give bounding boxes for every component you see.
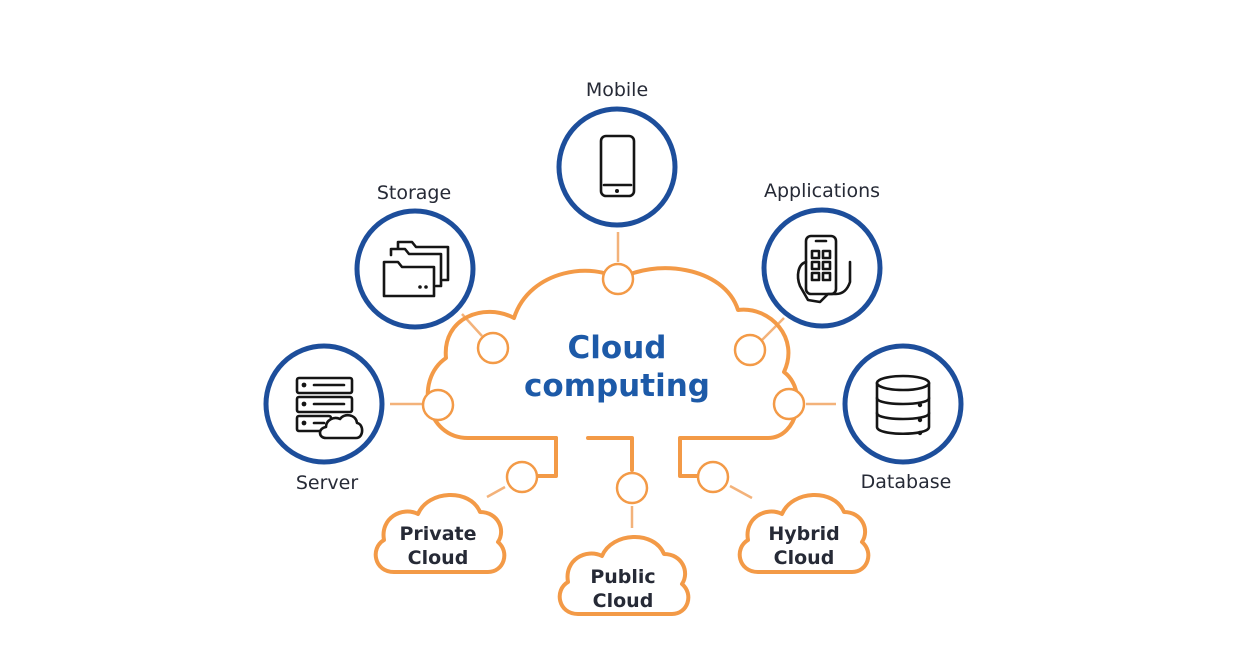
storage-ring xyxy=(354,208,476,330)
hybrid-cloud: Hybrid Cloud xyxy=(737,493,871,574)
node-bottom-right xyxy=(696,460,730,494)
hand-phone-apps-icon xyxy=(796,234,852,304)
node-top xyxy=(601,262,635,296)
private-cloud-line2: Cloud xyxy=(408,547,469,569)
folders-icon xyxy=(382,240,450,298)
database-label: Database xyxy=(861,471,952,493)
node-upper-right xyxy=(733,333,767,367)
storage-node: Storage xyxy=(354,182,476,330)
mobile-node: Mobile xyxy=(556,79,678,228)
public-cloud-line2: Cloud xyxy=(593,590,654,612)
database-node: Database xyxy=(842,343,964,493)
applications-node: Applications xyxy=(761,180,883,329)
mobile-label: Mobile xyxy=(586,79,648,101)
connector-hybrid-cloud xyxy=(729,484,753,500)
public-cloud-outline xyxy=(557,535,691,616)
connector-private-cloud xyxy=(486,485,506,499)
center-title-line2: computing xyxy=(524,368,710,404)
node-bottom-left xyxy=(505,460,539,494)
connector-applications xyxy=(761,317,785,341)
node-bottom-middle xyxy=(615,471,649,505)
hybrid-cloud-line2: Cloud xyxy=(774,547,835,569)
database-icon xyxy=(875,374,931,436)
node-right xyxy=(772,387,806,421)
hybrid-cloud-line1: Hybrid xyxy=(768,523,839,545)
public-cloud: Public Cloud xyxy=(557,535,691,616)
central-cloud-tail-left xyxy=(536,436,558,478)
server-label: Server xyxy=(296,472,358,494)
public-cloud-line1: Public xyxy=(590,566,655,588)
smartphone-icon xyxy=(599,134,636,198)
applications-label: Applications xyxy=(764,180,880,202)
central-cloud-tail-middle xyxy=(586,436,634,472)
private-cloud: Private Cloud xyxy=(373,493,507,574)
cloud-connection-nodes xyxy=(421,262,806,505)
center-title-line1: Cloud xyxy=(568,330,667,366)
server-node: Server xyxy=(263,343,385,494)
mobile-ring xyxy=(556,106,678,228)
storage-label: Storage xyxy=(377,182,451,204)
private-cloud-line1: Private xyxy=(400,523,477,545)
hybrid-cloud-outline xyxy=(737,493,871,574)
private-cloud-outline xyxy=(373,493,507,574)
server-cloud-icon xyxy=(295,376,364,440)
node-left xyxy=(421,388,455,422)
node-upper-left xyxy=(476,331,510,365)
